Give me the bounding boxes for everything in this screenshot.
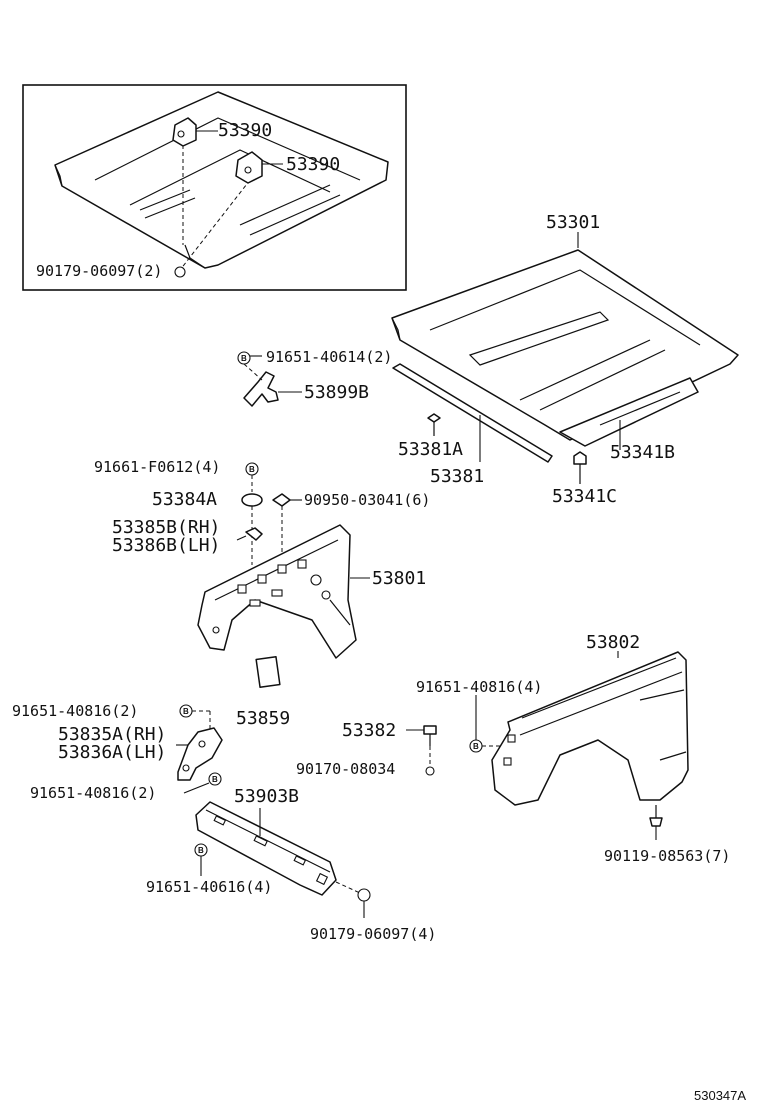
svg-text:B: B: [249, 465, 255, 474]
inset-nut-icon: [174, 266, 186, 278]
fender-stop-icon: [406, 725, 437, 764]
apron-top-bolt-badge: B: [245, 462, 259, 492]
hood-retainer-clip: [427, 413, 441, 436]
support-member-icon: [195, 801, 337, 896]
hood-label-clip: 53341C: [552, 486, 617, 507]
hood-label-rod: 53899B: [304, 382, 369, 403]
support-member-bolt-badge: B: [194, 843, 208, 876]
hood-rod: [243, 371, 302, 407]
support-label-brace-lh: 53836A(LH): [58, 742, 166, 763]
hood-label-retainer: 53381A: [398, 439, 463, 460]
apron-bracket-icon: [245, 527, 263, 541]
support-label-member: 53903B: [234, 786, 299, 807]
apron-label-clip: 90950-03041(6): [304, 491, 430, 509]
support-brace-icon: [177, 727, 223, 781]
fender-panel: [491, 651, 689, 806]
fender-label-stop: 53382: [342, 720, 396, 741]
hood-panel: [391, 249, 739, 441]
inset-clip-lower: [235, 151, 283, 184]
apron-label-cover: 53859: [236, 708, 290, 729]
hood-cushion-strip: [559, 377, 699, 447]
apron-label-bracket-lh: 53386B(LH): [112, 535, 220, 556]
apron-cover-icon: [255, 655, 281, 689]
apron-label-seal: 53384A: [152, 489, 217, 510]
inset-frame: [22, 84, 407, 291]
inset-label-clip-upper: 53390: [218, 120, 272, 141]
fender-screw-icon: [649, 805, 663, 840]
inset-clip-upper: [172, 117, 218, 147]
support-member-nut-icon: [335, 881, 371, 918]
apron-clip-icon: [272, 493, 291, 507]
support-label-bolt-lower: 91651-40816(2): [30, 784, 156, 802]
svg-text:B: B: [473, 742, 479, 751]
support-upper-bolt-badge: B: [179, 704, 211, 730]
inset-label-nut: 90179-06097(2): [36, 262, 162, 280]
hood-label-hood: 53301: [546, 212, 600, 233]
inset-hood-underside: [54, 91, 389, 271]
fender-bolt-badge: B: [469, 695, 500, 753]
fender-nut-icon: [425, 766, 435, 776]
hood-cushion-clip: [573, 451, 587, 484]
inset-box: 53390 53390 90179-06097(2): [22, 84, 407, 291]
svg-text:B: B: [212, 775, 218, 784]
svg-text:B: B: [183, 707, 189, 716]
hood-weatherstrip: [392, 363, 553, 463]
support-label-brace-rh: 53835A(RH): [58, 724, 166, 745]
hood-label-seal-bolt: 91651-40614(2): [266, 348, 392, 366]
figure-code: 530347A: [694, 1088, 746, 1103]
svg-text:B: B: [198, 846, 204, 855]
fender-label-bolt: 91651-40816(4): [416, 678, 542, 696]
apron-assembly: B 91661-F0612(4) 53384A 90950-03041(6) 5…: [94, 458, 430, 729]
support-label-member-nut: 90179-06097(4): [310, 925, 436, 943]
hood-label-weatherstrip: 53381: [430, 466, 484, 487]
fender-label-nut: 90170-08034: [296, 760, 395, 778]
support-label-member-bolt: 91651-40616(4): [146, 878, 272, 896]
support-assembly: B B B 91651-40816(2) 5383: [12, 702, 436, 943]
fender-label-screw: 90119-08563(7): [604, 847, 730, 865]
svg-text:B: B: [241, 354, 247, 363]
hood-label-cushion: 53341B: [610, 442, 675, 463]
fender-label-fender: 53802: [586, 632, 640, 653]
fender-assembly: B 53802 91651-40816(4) 53382 90170-08034…: [296, 632, 730, 865]
hood-rod-bolt-badge: B: [237, 351, 263, 381]
inset-hood-panel: [54, 91, 389, 269]
support-lower-bolt-badge: B: [183, 772, 222, 794]
apron-seal-icon: [241, 493, 263, 507]
hood-assembly: B 53301 91651-40614(2) 53899B 53381A 533…: [237, 212, 739, 507]
apron-label-apron: 53801: [372, 568, 426, 589]
inset-label-clip-lower: 53390: [286, 154, 340, 175]
support-label-bolt-upper: 91651-40816(2): [12, 702, 138, 720]
apron-label-bolt-top: 91661-F0612(4): [94, 458, 220, 476]
apron-label-bracket-rh: 53385B(RH): [112, 517, 220, 538]
